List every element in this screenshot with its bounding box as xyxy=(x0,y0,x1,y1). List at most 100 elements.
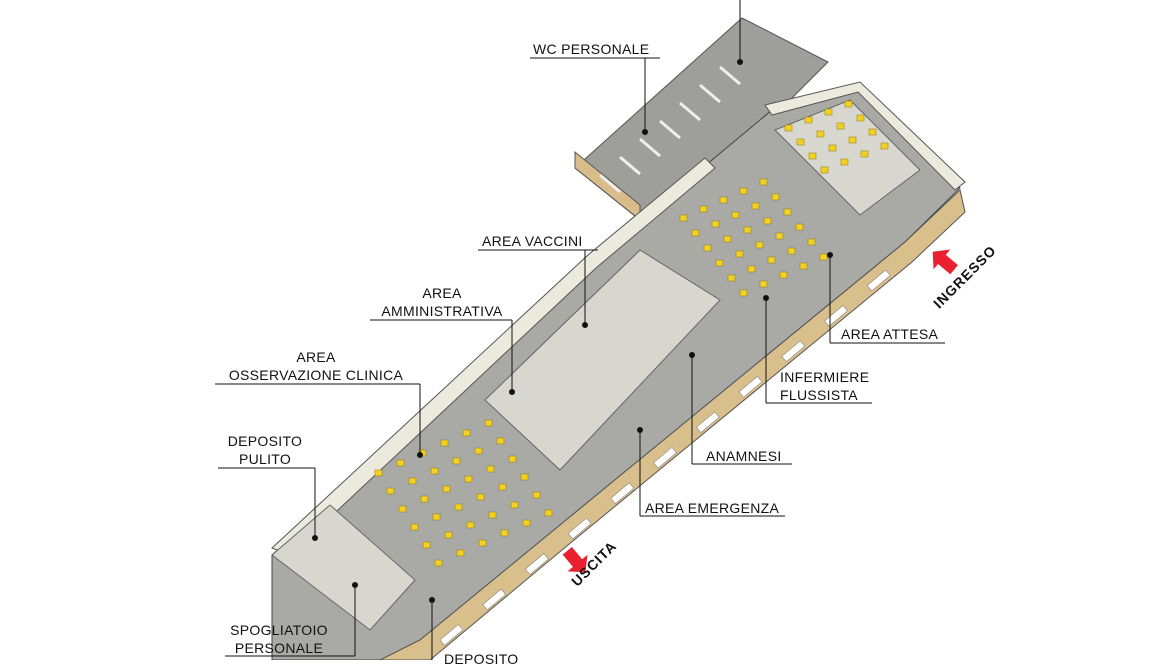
label-deposito: DEPOSITO xyxy=(444,651,519,667)
chair xyxy=(799,262,808,270)
chair xyxy=(474,447,483,455)
wc-stall-partition xyxy=(619,155,641,176)
label-line: PERSONALE xyxy=(234,640,324,656)
chair xyxy=(807,238,816,246)
chair xyxy=(434,559,443,567)
chair xyxy=(784,124,793,132)
label-line: AREA xyxy=(296,349,336,365)
window xyxy=(738,376,763,398)
label-line: SPOGLIATOIO xyxy=(230,622,328,638)
window xyxy=(567,517,592,540)
chair xyxy=(804,116,813,124)
chair xyxy=(496,437,505,445)
entrance-arrow-icon xyxy=(932,249,959,275)
label-line: DEPOSITO xyxy=(227,433,303,449)
chair xyxy=(828,144,837,152)
waiting-chairs xyxy=(374,100,889,567)
chair xyxy=(510,501,519,509)
chair xyxy=(464,475,473,483)
chair xyxy=(723,235,732,243)
chair xyxy=(544,509,553,517)
chair xyxy=(771,193,780,201)
chair xyxy=(408,477,417,485)
chair xyxy=(462,429,471,437)
chair xyxy=(719,196,728,204)
wc-stall-partition xyxy=(719,65,741,86)
chair xyxy=(456,549,465,557)
chair xyxy=(478,539,487,547)
window xyxy=(482,588,506,611)
chair xyxy=(699,205,708,213)
window xyxy=(439,624,464,646)
chair xyxy=(819,253,828,261)
chair xyxy=(808,152,817,160)
chair xyxy=(432,513,441,521)
chair xyxy=(763,217,772,225)
chair xyxy=(410,523,419,531)
chair xyxy=(844,100,853,108)
leader-lines xyxy=(215,0,945,660)
chair xyxy=(500,529,509,537)
chair xyxy=(820,166,829,174)
label-line: FLUSSISTA xyxy=(780,387,858,403)
chair xyxy=(727,274,736,282)
label-area-emergenza: AREA EMERGENZA xyxy=(645,500,780,516)
chair xyxy=(679,214,688,222)
chair xyxy=(751,202,760,210)
window xyxy=(696,411,720,433)
chair xyxy=(795,223,804,231)
chair xyxy=(856,114,865,122)
label-wc-personale: WC PERSONALE xyxy=(533,41,650,57)
chair xyxy=(775,232,784,240)
window xyxy=(525,553,549,575)
chair xyxy=(498,483,507,491)
wc-stall-partition xyxy=(679,101,701,122)
chair xyxy=(816,130,825,138)
label-anamnesi: ANAMNESI xyxy=(706,448,782,464)
wc-wing-wall xyxy=(574,150,641,222)
label-area-attesa: AREA ATTESA xyxy=(841,326,939,342)
chair xyxy=(840,158,849,166)
right-block-wall xyxy=(764,81,966,191)
window xyxy=(866,269,891,292)
chair xyxy=(396,459,405,467)
chair xyxy=(759,280,768,288)
wc-stall-partition xyxy=(599,173,621,194)
chair xyxy=(476,493,485,501)
chair xyxy=(691,229,700,237)
chair xyxy=(508,455,517,463)
wc-stalls xyxy=(599,65,741,194)
window xyxy=(610,482,635,504)
chair xyxy=(430,467,439,475)
chair xyxy=(759,178,768,186)
chair xyxy=(779,271,788,279)
chair xyxy=(787,247,796,255)
chair xyxy=(374,469,383,477)
chair xyxy=(454,503,463,511)
chair xyxy=(386,487,395,495)
chair xyxy=(739,187,748,195)
chair xyxy=(743,226,752,234)
chair xyxy=(444,531,453,539)
chair xyxy=(735,250,744,258)
exit-arrow-icon xyxy=(562,546,588,573)
wc-stall-partition xyxy=(699,83,721,104)
wc-stall-partition xyxy=(639,137,661,158)
chair xyxy=(739,289,748,297)
chair xyxy=(715,259,724,267)
chair xyxy=(532,491,541,499)
chair xyxy=(488,511,497,519)
interior-rooms xyxy=(271,99,921,631)
front-facade xyxy=(379,189,966,660)
window xyxy=(653,446,677,469)
window xyxy=(781,340,806,363)
chair xyxy=(420,495,429,503)
chair xyxy=(440,439,449,447)
chair xyxy=(860,150,869,158)
chair xyxy=(452,457,461,465)
